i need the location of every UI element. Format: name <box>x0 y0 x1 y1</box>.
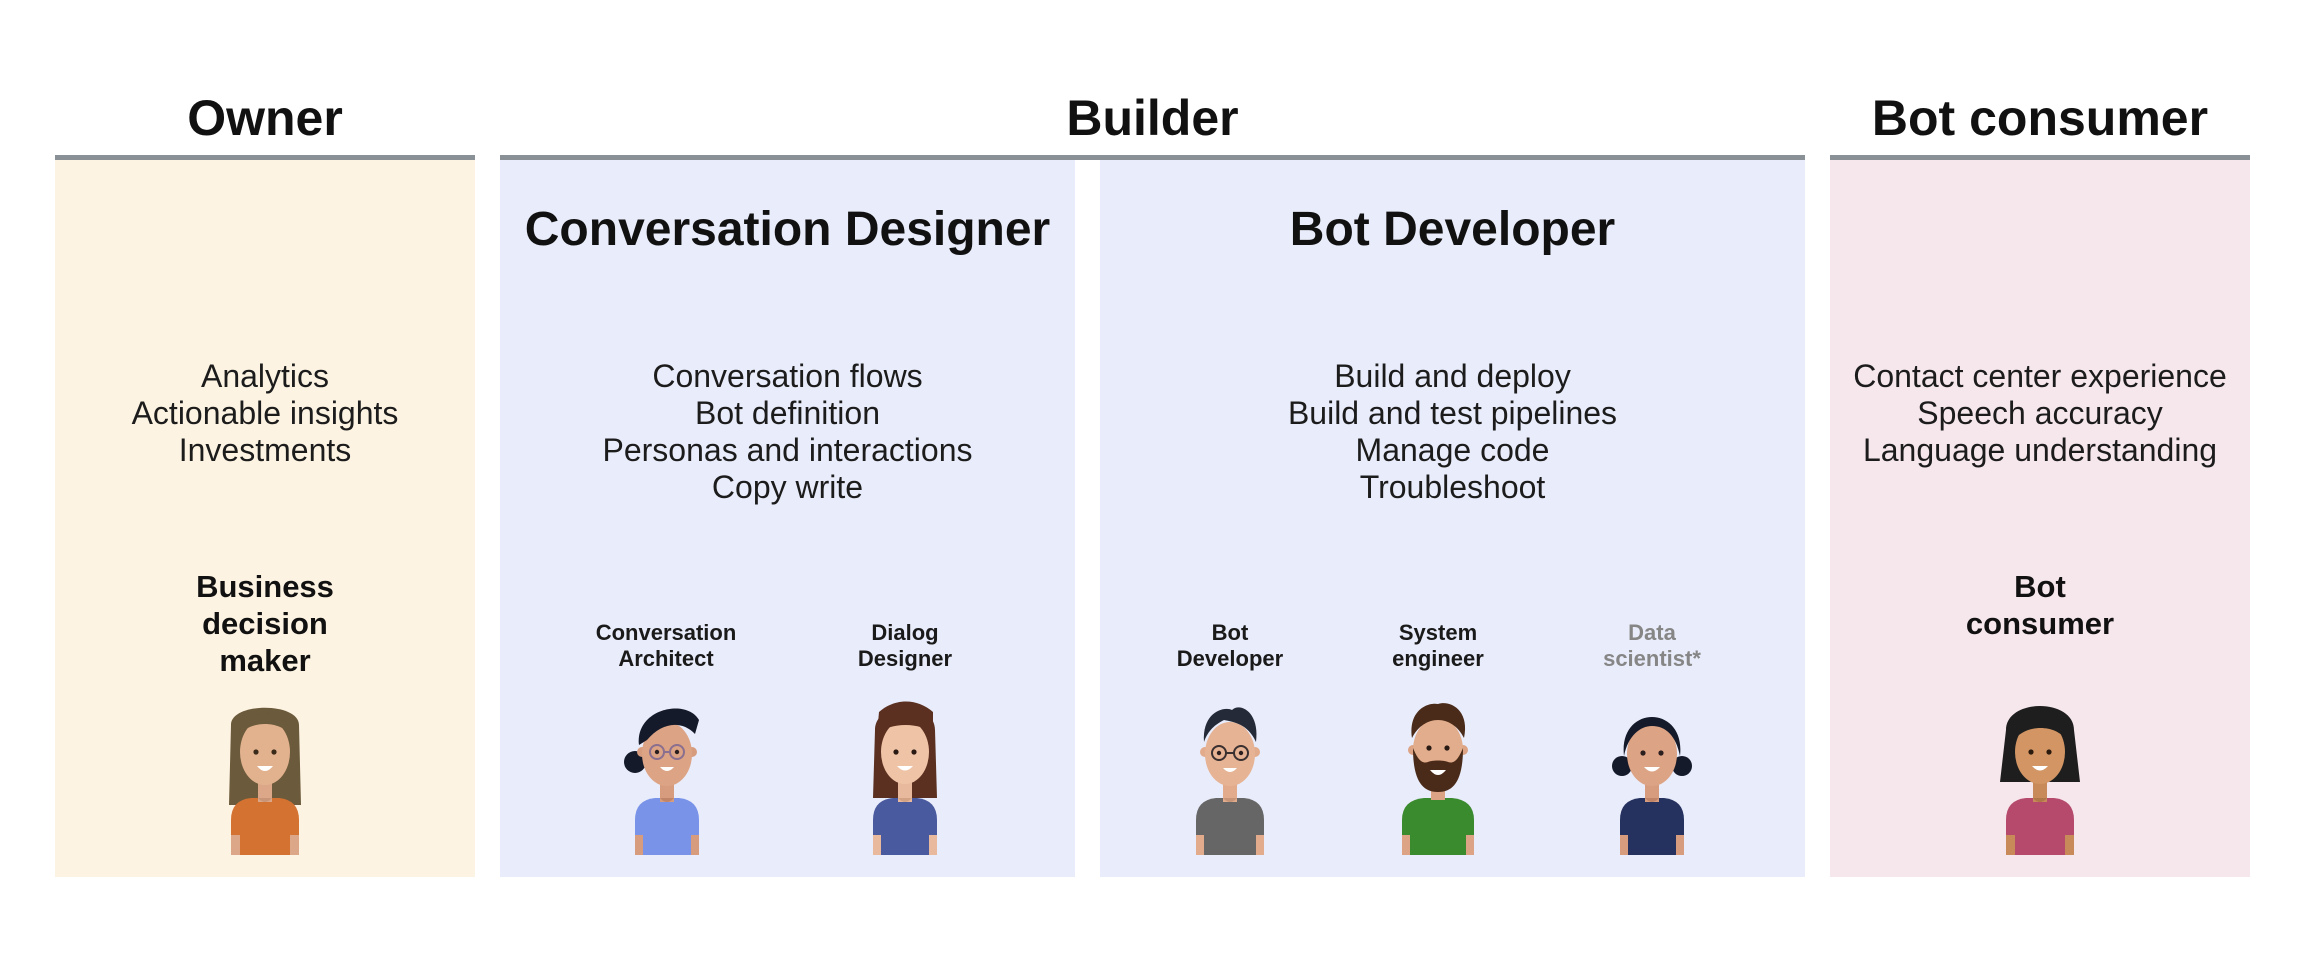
role-label-line: Conversation <box>595 620 737 645</box>
duty-item: Manage code <box>1355 432 1550 468</box>
duty-item: Language understanding <box>1862 432 2218 468</box>
bot-consumer-avatar <box>1990 690 2090 855</box>
conversation-designer-panel <box>500 160 1075 877</box>
conversation-designer-duties: Conversation flows Bot definition Person… <box>500 358 1075 506</box>
owner-duties: Analytics Actionable insights Investment… <box>55 358 475 469</box>
role-label-line: Bot <box>2014 569 2066 604</box>
role-label-line: scientist* <box>1603 646 1701 671</box>
builder-divider <box>500 155 1805 160</box>
role-label-line: Data <box>1628 620 1676 645</box>
duty-item: Conversation flows <box>652 358 923 394</box>
data-scientist-avatar <box>1602 690 1702 855</box>
role-label-data-scientist: Data scientist* <box>1552 620 1752 672</box>
bot-developer-avatar <box>1180 690 1280 855</box>
role-label-line: System <box>1398 620 1478 645</box>
group-title-owner: Owner <box>187 90 343 146</box>
business-decision-maker-avatar <box>215 690 315 855</box>
role-label-bot-consumer: Bot consumer <box>1830 568 2250 642</box>
duty-item: Bot definition <box>694 395 880 431</box>
role-label-line: Business <box>196 569 334 604</box>
role-label-line: engineer <box>1392 646 1484 671</box>
bot-consumer-duties: Contact center experience Speech accurac… <box>1830 358 2250 469</box>
bot-developer-duties: Build and deploy Build and test pipeline… <box>1100 358 1805 506</box>
role-label-conversation-architect: Conversation Architect <box>566 620 766 672</box>
duty-item: Actionable insights <box>131 395 399 431</box>
duty-item: Troubleshoot <box>1359 469 1546 505</box>
duty-item: Copy write <box>711 469 864 505</box>
role-label-line: maker <box>219 643 311 678</box>
group-title-bot-consumer: Bot consumer <box>1871 90 2209 146</box>
bot-developer-title: Bot Developer <box>1289 203 1616 256</box>
role-label-bot-developer: Bot Developer <box>1130 620 1330 672</box>
role-label-line: consumer <box>1965 606 2115 641</box>
role-label-system-engineer: System engineer <box>1338 620 1538 672</box>
duty-item: Analytics <box>200 358 330 394</box>
role-label-line: Developer <box>1176 646 1284 671</box>
role-label-business-decision-maker: Business decision maker <box>55 568 475 679</box>
role-label-line: Bot <box>1211 620 1249 645</box>
duty-item: Build and test pipelines <box>1287 395 1618 431</box>
duty-item: Build and deploy <box>1334 358 1571 394</box>
role-label-line: Designer <box>857 646 953 671</box>
dialog-designer-avatar <box>855 690 955 855</box>
duty-item: Contact center experience <box>1853 358 2227 394</box>
group-title-builder: Builder <box>1066 90 1239 146</box>
system-engineer-avatar <box>1388 690 1488 855</box>
role-label-dialog-designer: Dialog Designer <box>805 620 1005 672</box>
owner-divider <box>55 155 475 160</box>
role-label-line: Architect <box>618 646 714 671</box>
duty-item: Personas and interactions <box>602 432 973 468</box>
role-label-line: Dialog <box>871 620 939 645</box>
conversation-designer-title: Conversation Designer <box>524 203 1051 256</box>
conversation-architect-avatar <box>617 690 717 855</box>
duty-item: Investments <box>178 432 352 468</box>
role-label-line: decision <box>202 606 328 641</box>
duty-item: Speech accuracy <box>1917 395 2163 431</box>
consumer-divider <box>1830 155 2250 160</box>
